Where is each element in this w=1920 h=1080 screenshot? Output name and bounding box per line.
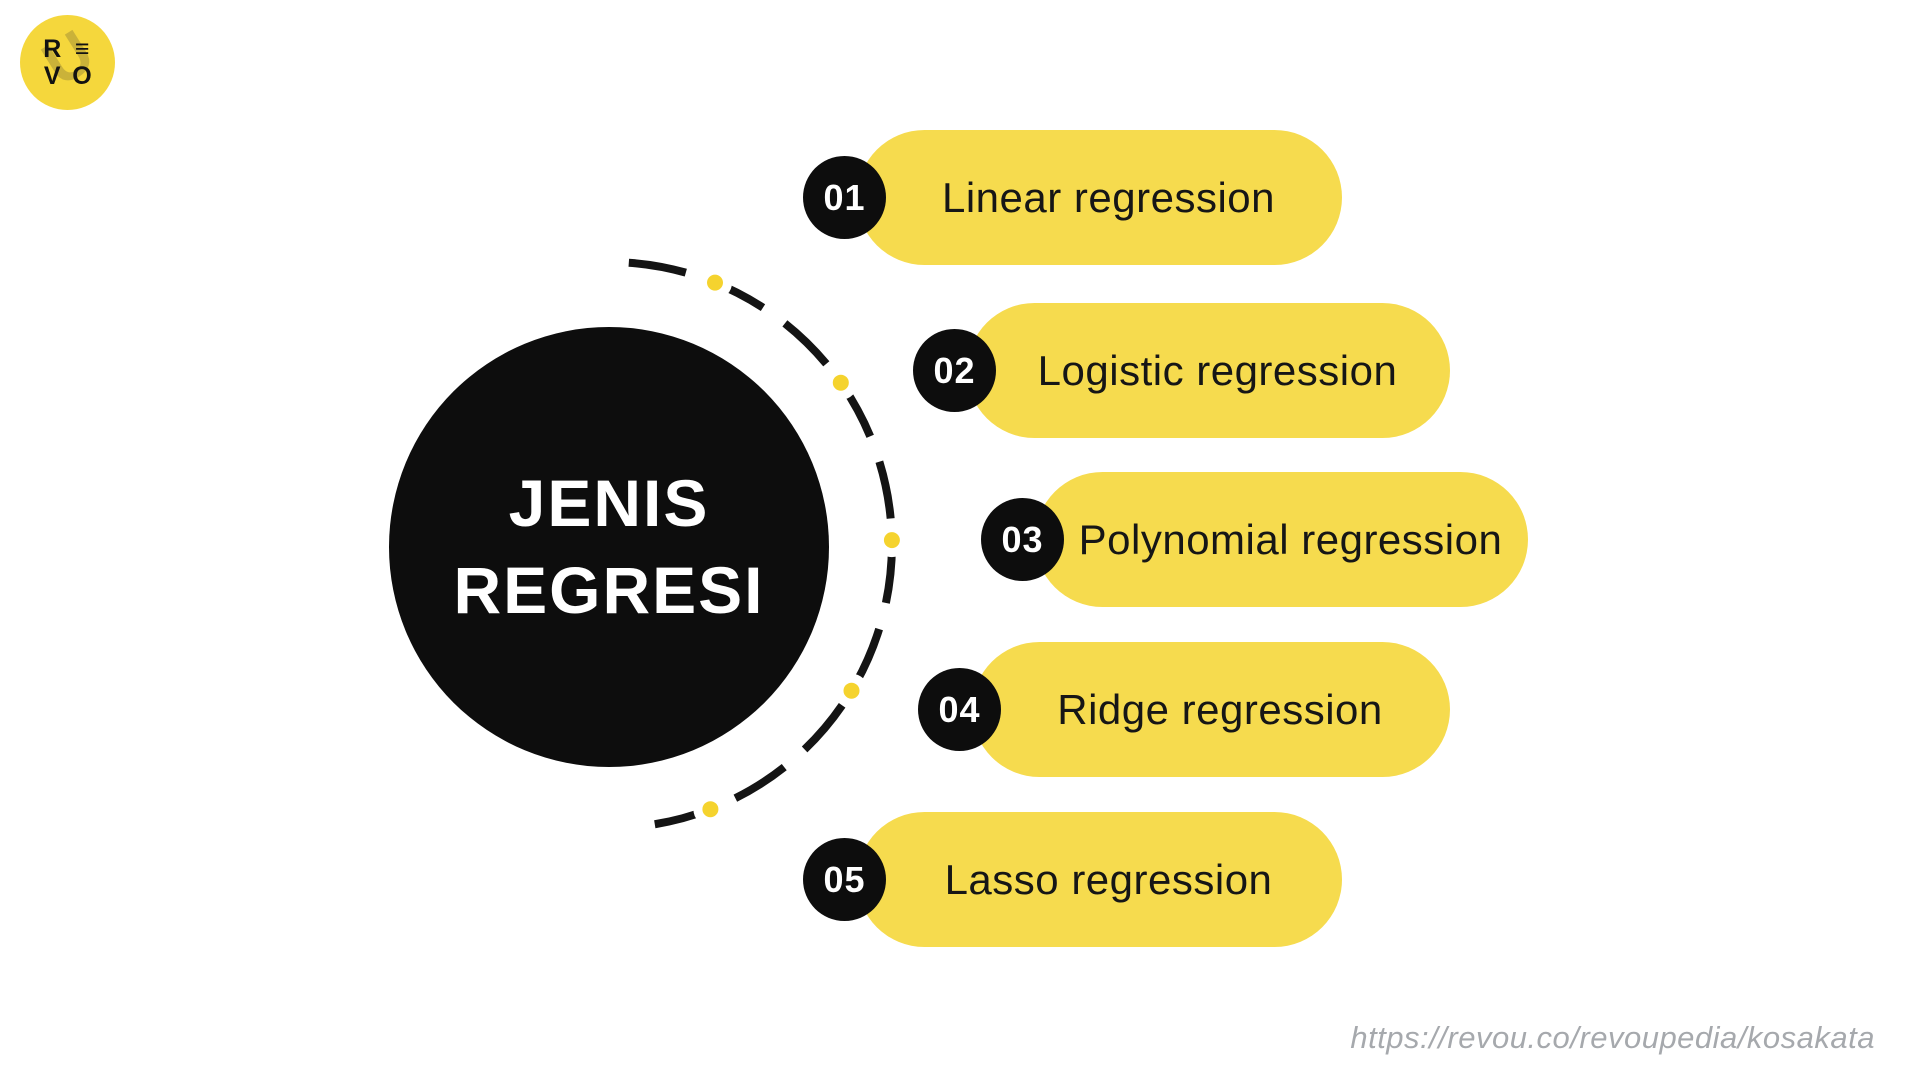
item-number-04: 04 — [938, 688, 981, 730]
item-badge-03: 03 — [981, 498, 1064, 581]
item-label-polynomial: Polynomial regression — [1078, 515, 1503, 563]
item-pill-linear: 01 Linear regression — [803, 130, 1342, 265]
logo-letter-r: R — [43, 34, 62, 63]
dashed-arc — [628, 258, 896, 832]
logo-letter-e: ≡ — [74, 34, 90, 63]
item-pill-logistic: 02 Logistic regression — [913, 303, 1450, 438]
logo-letters: R ≡ V O — [20, 15, 115, 110]
item-number-01: 01 — [823, 176, 866, 218]
item-badge-04: 04 — [918, 668, 1001, 751]
arc-dot-1 — [698, 265, 732, 300]
title-line-1: JENIS — [508, 465, 710, 540]
item-label-ridge: Ridge regression — [1057, 685, 1383, 733]
logo-letter-o: O — [72, 61, 92, 90]
footer-url: https://revou.co/revoupedia/kosakata — [1350, 1020, 1875, 1055]
item-pill-lasso: 05 Lasso regression — [803, 812, 1342, 947]
item-label-lasso: Lasso regression — [944, 855, 1273, 903]
item-badge-02: 02 — [913, 329, 996, 412]
arc-dot-3 — [874, 523, 909, 558]
item-number-02: 02 — [933, 349, 976, 391]
item-number-05: 05 — [823, 858, 866, 900]
logo-letter-v: V — [43, 61, 61, 90]
item-number-03: 03 — [1001, 518, 1044, 560]
title-circle: JENIS REGRESI — [389, 327, 829, 767]
item-pill-ridge: 04 Ridge regression — [918, 642, 1450, 777]
item-label-linear: Linear regression — [941, 173, 1275, 221]
item-badge-01: 01 — [803, 156, 886, 239]
revou-logo: U R ≡ V O — [20, 15, 115, 110]
item-label-logistic: Logistic regression — [1037, 346, 1398, 394]
arc-dot-4 — [834, 673, 869, 708]
arc-dot-2 — [823, 365, 858, 400]
item-pill-polynomial: 03 Polynomial regression — [981, 472, 1528, 607]
item-badge-05: 05 — [803, 838, 886, 921]
arc-dot-5 — [693, 792, 728, 827]
title-line-2: REGRESI — [453, 553, 765, 627]
